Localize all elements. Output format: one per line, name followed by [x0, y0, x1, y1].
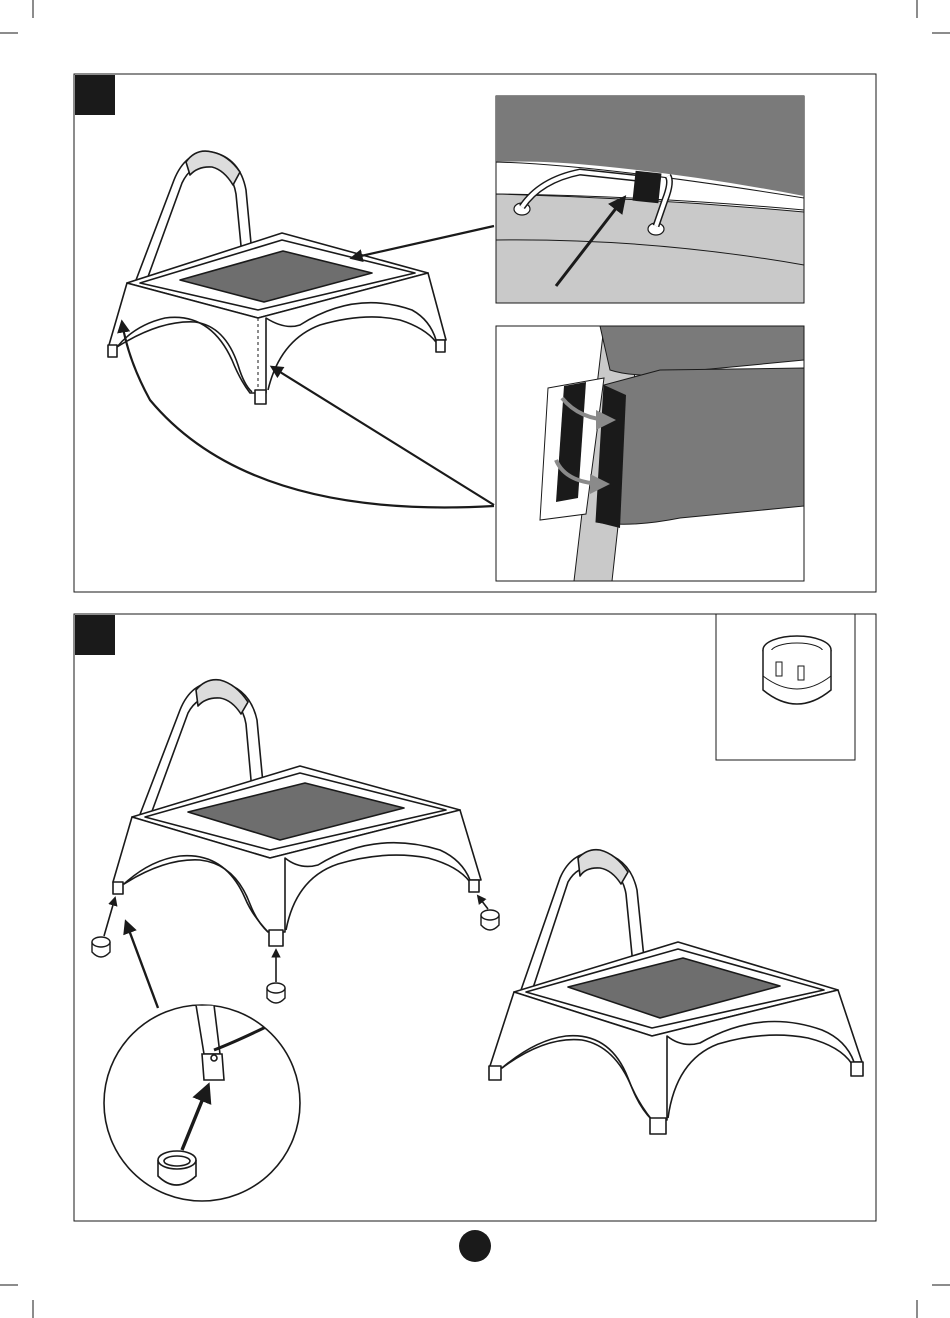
- step-2-arrows: [104, 896, 488, 1008]
- step-1-badge: [75, 75, 115, 115]
- leg-foot-zoom: [104, 1005, 300, 1201]
- step-1-panel: [74, 74, 876, 592]
- foot-cap-detail: [716, 614, 855, 760]
- step-2-panel: [74, 614, 876, 1221]
- foot-cap-right: [481, 910, 499, 930]
- assembled-trampoline-illustration: [489, 850, 863, 1134]
- step-2-badge: [75, 615, 115, 655]
- bungee-cord-detail: [496, 96, 804, 303]
- foot-caps: [92, 910, 499, 1003]
- trampoline-with-feet-illustration: [113, 680, 481, 946]
- foot-cap-left: [92, 937, 110, 957]
- trampoline-illustration: [108, 151, 446, 404]
- page-number-dot: [459, 1230, 491, 1262]
- velcro-strap-detail: [496, 326, 804, 581]
- foot-cap-center: [267, 983, 285, 1003]
